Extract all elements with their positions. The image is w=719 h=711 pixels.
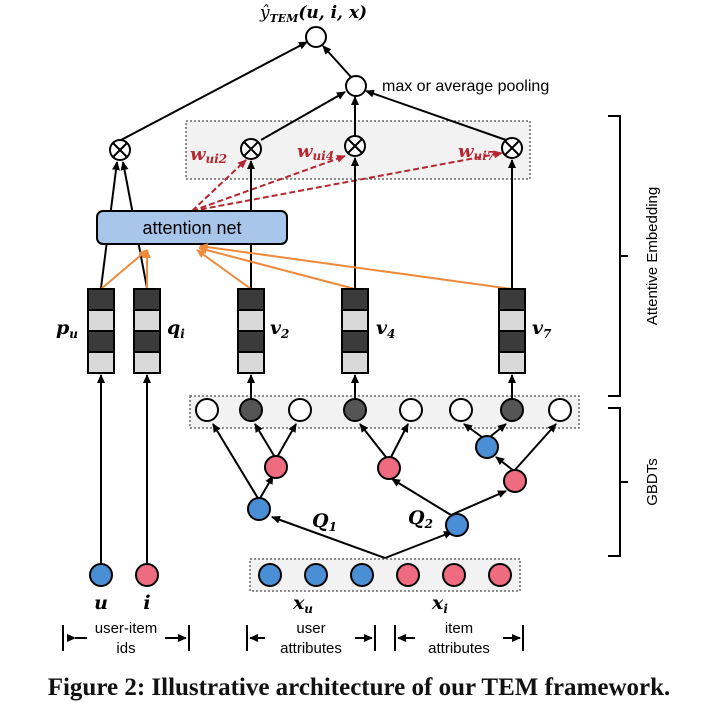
input-label-xi: xi — [431, 592, 448, 616]
tree1-inner-node — [264, 455, 288, 479]
pooling-node — [345, 75, 367, 97]
embedding-cell — [237, 309, 265, 332]
embedding-cell — [87, 351, 115, 374]
embedding-label-qi: qi — [167, 317, 185, 341]
input-label-u: u — [94, 592, 108, 614]
multiply-node-pq — [109, 139, 131, 161]
embedding-vector-1 — [133, 288, 161, 374]
embedding-vector-4 — [498, 288, 526, 374]
output-node — [305, 26, 327, 48]
leaf-node-6 — [449, 398, 473, 422]
tree2-inner-node-top — [475, 435, 499, 459]
brace-gbdts — [608, 407, 628, 557]
leaf-node-8 — [548, 398, 572, 422]
range-item-label-2: attributes — [428, 640, 490, 657]
output-label: ŷTEM(u, i, x) — [259, 3, 367, 25]
tree2-root-node — [445, 513, 469, 537]
embedding-cell — [498, 288, 526, 311]
item-attribute-node-2 — [442, 563, 466, 587]
embedding-cell — [341, 309, 369, 332]
item-id-node — [135, 563, 159, 587]
input-label-xu: xu — [292, 592, 313, 616]
figure-caption: Figure 2: Illustrative architecture of o… — [48, 674, 671, 701]
user-id-node — [89, 563, 113, 587]
leaf-node-5 — [399, 398, 423, 422]
side-label-gbdts: GBDTs — [644, 458, 661, 506]
pooling-label: max or average pooling — [382, 78, 549, 95]
embedding-vector-3 — [341, 288, 369, 374]
range-user-label-1: user — [296, 620, 325, 637]
leaf-node-7 — [500, 398, 524, 422]
embedding-cell — [133, 330, 161, 353]
embedding-cell — [87, 309, 115, 332]
multiply-node-v4 — [344, 135, 366, 157]
tree1-root-node — [247, 497, 271, 521]
embedding-vector-2 — [237, 288, 265, 374]
tree2-inner-node-left — [377, 456, 401, 480]
leaf-node-1 — [195, 398, 219, 422]
brace-attentive — [608, 115, 628, 397]
leaf-node-4 — [343, 398, 367, 422]
attention-net-label: attention net — [142, 218, 241, 238]
input-label-i: i — [143, 592, 150, 614]
user-attribute-node-3 — [350, 563, 374, 587]
user-attribute-node-1 — [258, 563, 282, 587]
multiply-node-v2 — [240, 138, 262, 160]
range-item-attributes — [394, 625, 524, 651]
embedding-cell — [341, 288, 369, 311]
range-item-label-1: item — [445, 620, 473, 637]
weight-label-4: wui4 — [297, 141, 334, 163]
embedding-label-v4: v4 — [376, 317, 395, 341]
range-ids-label-2: ids — [116, 640, 135, 657]
range-user-attributes — [246, 625, 376, 651]
embedding-cell — [133, 309, 161, 332]
embedding-label-v2: v2 — [270, 317, 289, 341]
embedding-cell — [237, 288, 265, 311]
embedding-cell — [498, 330, 526, 353]
tree2-inner-node-right — [503, 469, 527, 493]
embedding-label-pu: pu — [56, 317, 78, 341]
item-attribute-node-3 — [488, 563, 512, 587]
weight-label-2: wui2 — [190, 144, 227, 166]
embedding-cell — [237, 351, 265, 374]
embedding-cell — [133, 288, 161, 311]
embedding-vector-0 — [87, 288, 115, 374]
tree-label-q2: Q2 — [408, 507, 433, 531]
leaf-node-3 — [288, 398, 312, 422]
embedding-cell — [498, 351, 526, 374]
embedding-label-v7: v7 — [532, 317, 552, 341]
embedding-cell — [133, 351, 161, 374]
item-attribute-node-1 — [396, 563, 420, 587]
side-label-attentive: Attentive Embedding — [644, 187, 661, 325]
embedding-cell — [87, 330, 115, 353]
range-user-label-2: attributes — [280, 640, 342, 657]
embedding-cell — [87, 288, 115, 311]
embedding-cell — [341, 351, 369, 374]
user-attribute-node-2 — [304, 563, 328, 587]
range-ids — [62, 625, 190, 651]
embedding-cell — [237, 330, 265, 353]
tree-label-q1: Q1 — [312, 510, 337, 534]
embedding-cell — [341, 330, 369, 353]
multiply-node-v7 — [501, 137, 523, 159]
attribute-panel — [249, 558, 521, 592]
attention-net — [96, 210, 288, 245]
leaf-node-2 — [239, 398, 263, 422]
range-ids-label-1: user-item — [95, 620, 158, 637]
embedding-cell — [498, 309, 526, 332]
